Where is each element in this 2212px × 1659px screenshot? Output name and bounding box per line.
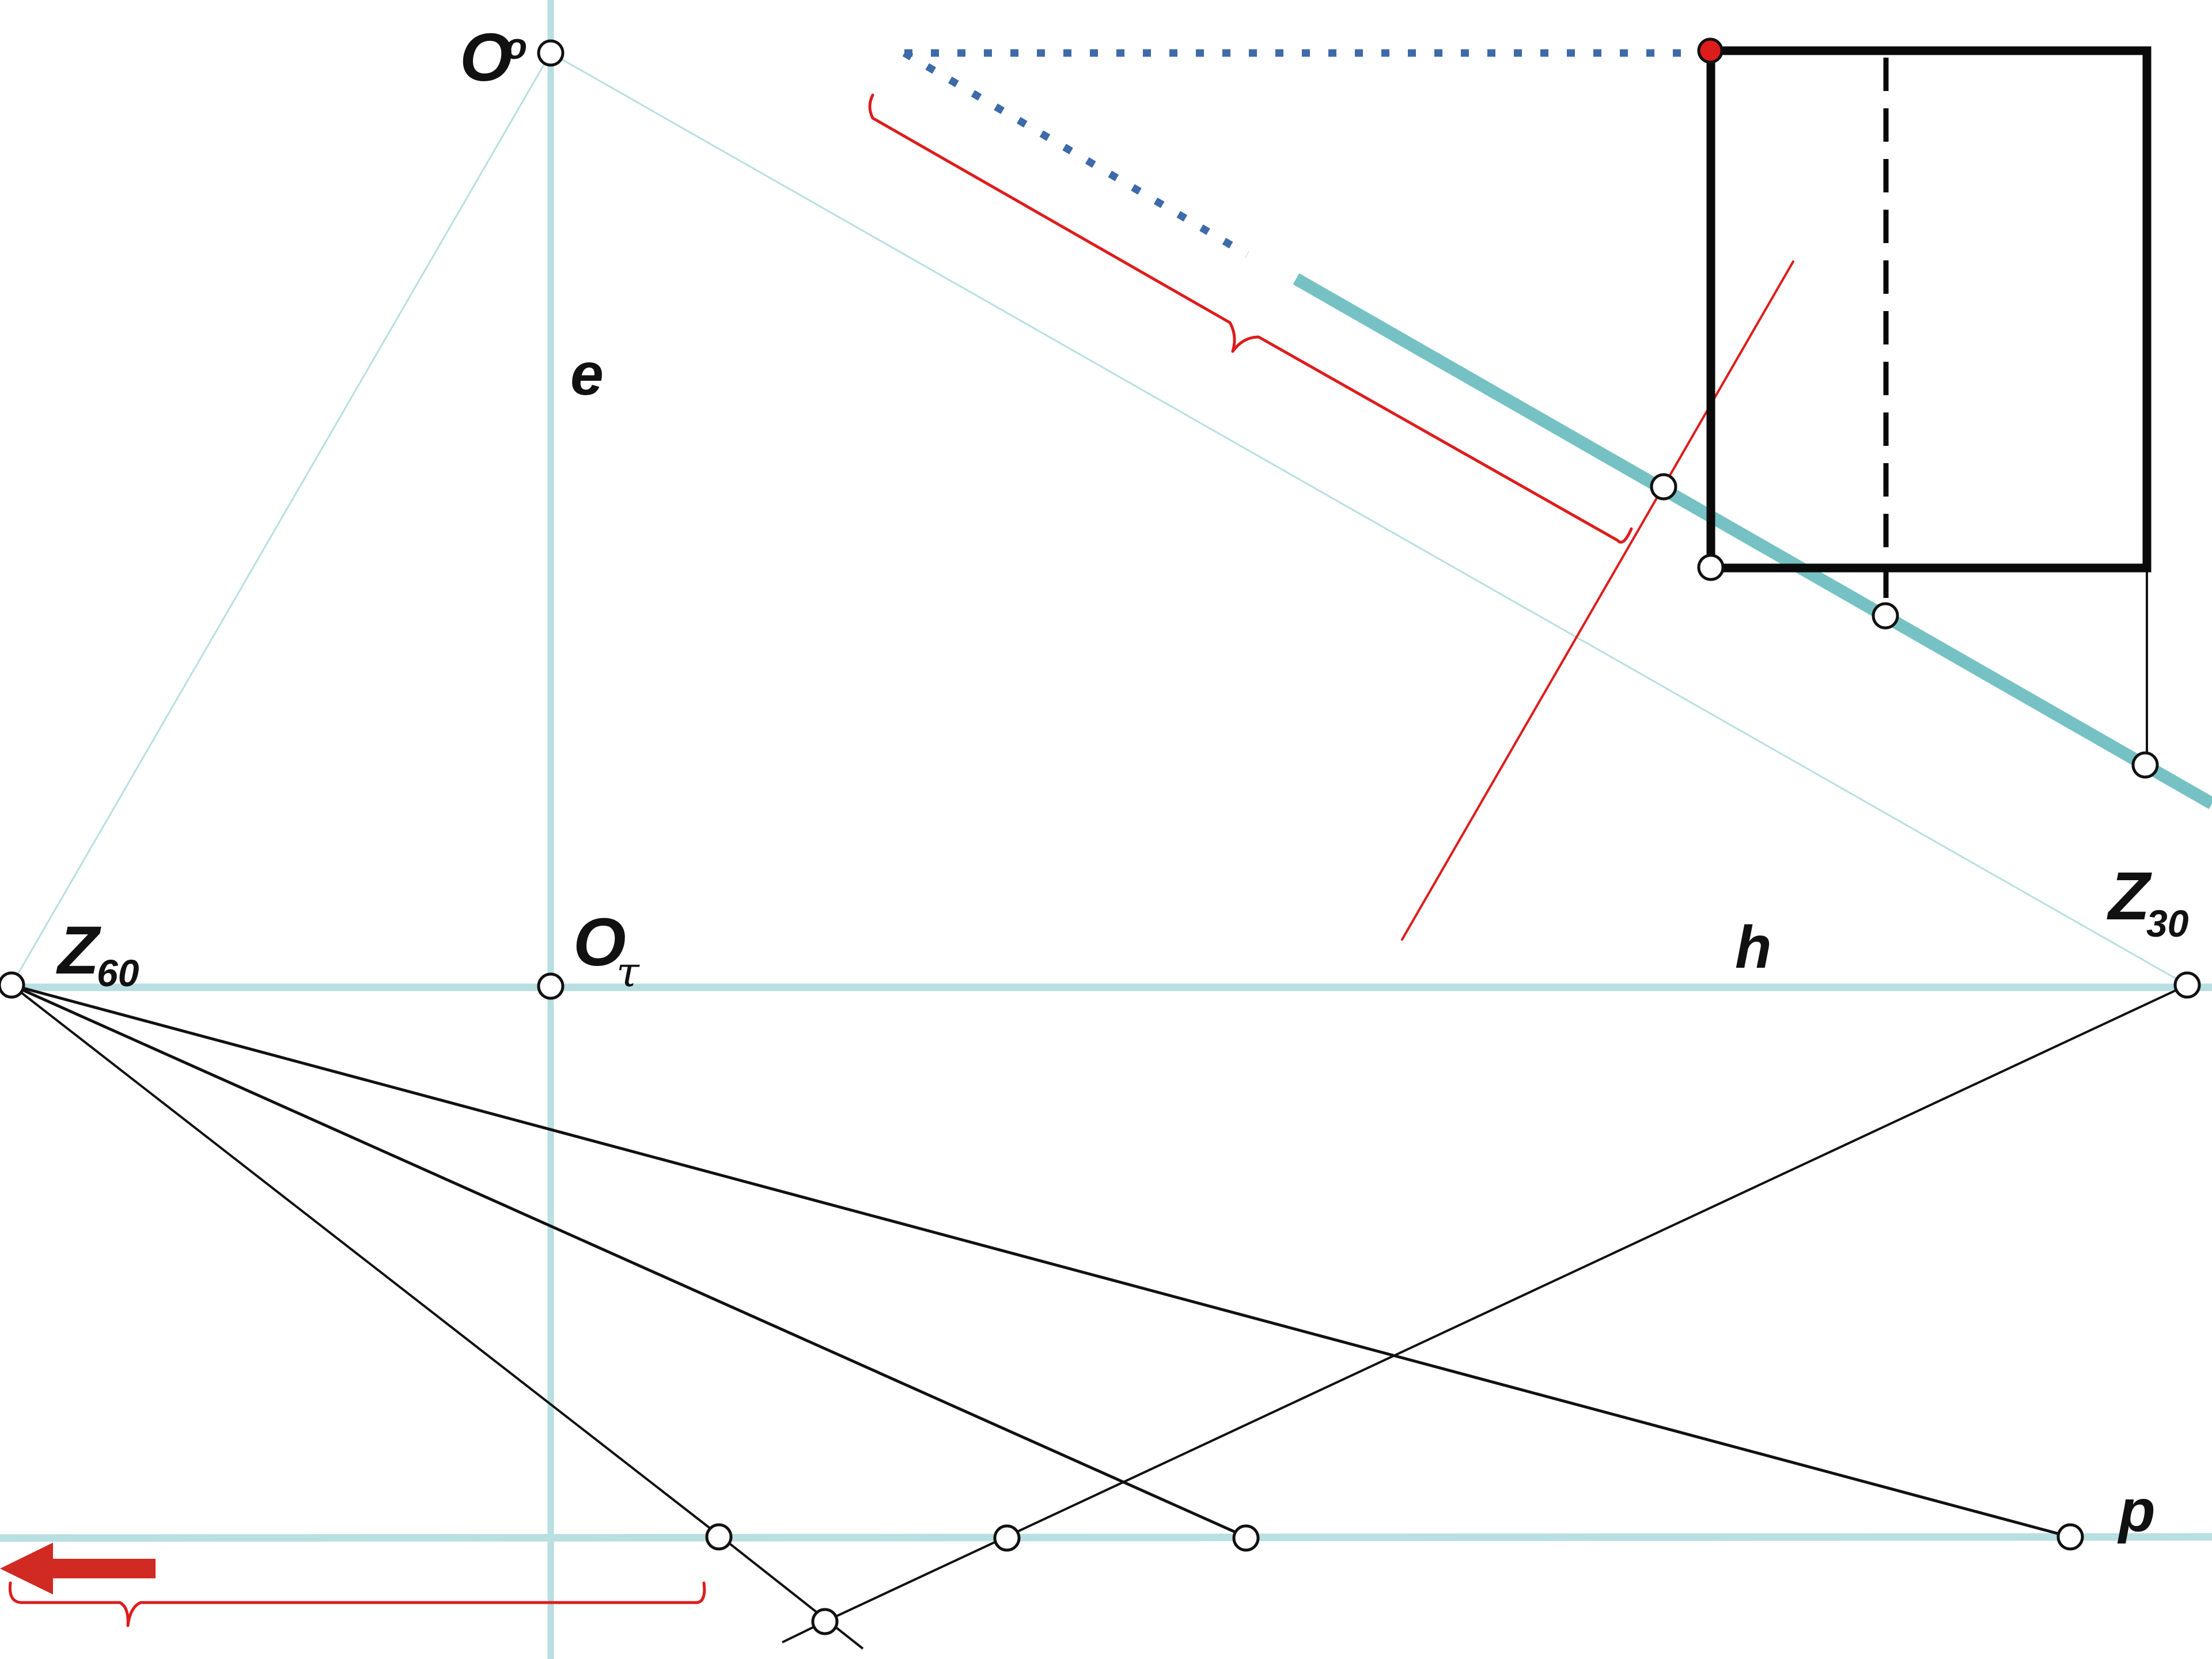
visual-ray-to-z60 bbox=[10, 52, 552, 986]
point-p-1 bbox=[705, 1523, 733, 1551]
red-measuring-line bbox=[1401, 260, 1794, 941]
point-square-bottom-left bbox=[1697, 554, 1725, 581]
point-z60 bbox=[0, 971, 25, 999]
ray-z30-to-bottom bbox=[824, 984, 2188, 1623]
red-brace-bottom bbox=[8, 1581, 706, 1627]
ray-z60-to-p1 bbox=[10, 984, 720, 1536]
label-e: e bbox=[570, 341, 604, 408]
axis-p-picture-plane bbox=[0, 1533, 2212, 1542]
construction-lines bbox=[10, 568, 2188, 1650]
point-z30 bbox=[2173, 971, 2201, 999]
label-z60: Z bbox=[56, 912, 101, 988]
points bbox=[0, 37, 2201, 1635]
ray-extension-cross-1 bbox=[718, 1534, 864, 1650]
point-p-4 bbox=[2056, 1523, 2084, 1551]
dotted-blue-lines bbox=[902, 49, 1696, 258]
labels: O o e O τ h p Z 60 Z 30 bbox=[56, 20, 2189, 1544]
label-h: h bbox=[1735, 914, 1772, 981]
point-teal-midline bbox=[1872, 602, 1899, 630]
point-teal-red-intersection bbox=[1650, 473, 1677, 501]
red-annotations bbox=[8, 93, 1794, 1627]
thick-teal-line bbox=[1293, 273, 2212, 809]
point-o-top bbox=[537, 39, 565, 67]
dotted-diagonal-line bbox=[902, 50, 1249, 258]
label-o-tau-subscript: τ bbox=[616, 948, 640, 996]
label-z30: Z bbox=[2107, 858, 2152, 934]
point-bottom-cross bbox=[811, 1608, 839, 1635]
point-square-top-left-red bbox=[1697, 37, 1724, 64]
label-o-top-superscript: o bbox=[505, 25, 527, 67]
point-p-3 bbox=[1232, 1524, 1260, 1552]
red-brace-diagonal bbox=[868, 93, 1633, 544]
label-z60-subscript: 60 bbox=[97, 952, 139, 994]
label-p: p bbox=[2117, 1478, 2156, 1544]
point-p-2 bbox=[993, 1524, 1021, 1552]
black-square bbox=[1706, 46, 2152, 616]
point-teal-right bbox=[2131, 751, 2159, 779]
label-z30-subscript: 30 bbox=[2146, 902, 2189, 945]
label-o-top: O bbox=[460, 20, 513, 96]
visual-ray-to-z30 bbox=[550, 52, 2188, 986]
point-o-tau bbox=[537, 972, 565, 1000]
ray-z60-to-p4 bbox=[11, 983, 2071, 1539]
arrow-left-icon bbox=[0, 1543, 156, 1594]
label-o-tau: O bbox=[573, 904, 626, 980]
ray-z60-to-p3 bbox=[10, 983, 1247, 1539]
square-outline bbox=[1706, 46, 2152, 573]
